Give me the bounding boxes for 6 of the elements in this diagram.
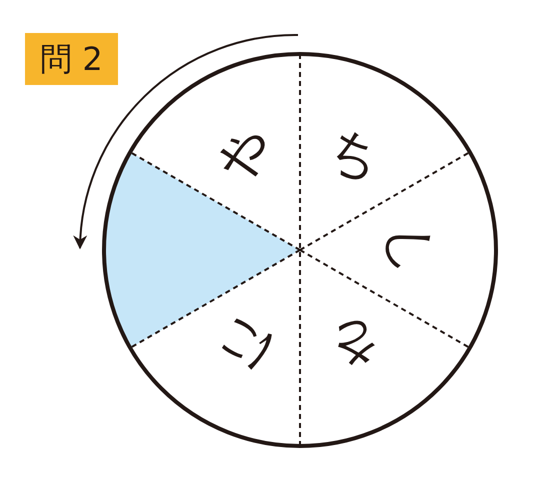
sector-character: や [209, 119, 281, 190]
sector-character: に [209, 310, 281, 381]
question-badge: 問 2 [25, 33, 118, 85]
sector-character: ち [319, 119, 391, 190]
sector-character: し [384, 224, 436, 276]
sector-character: さ [319, 310, 391, 381]
